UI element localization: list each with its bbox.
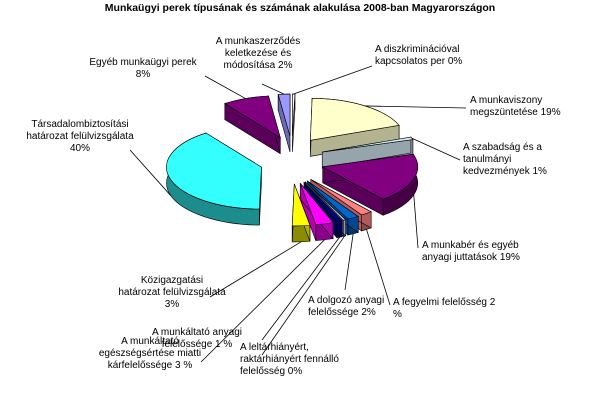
slice-label-line: A munkaviszony: [470, 95, 542, 106]
slice-a-munkaber-es-egyeb-anyagi-juttatasok-19: [321, 153, 418, 200]
slice-label-line: kapcsolatos per 0%: [375, 56, 462, 67]
leader-line-a-munkaszerzodes-keletkezese-es-modosita: [261, 83, 285, 95]
slice-label-line: A dolgozó anyagi: [308, 295, 384, 306]
slice-label-line: egészségsértése miatti: [99, 348, 201, 359]
slice-tarsadalombiztositasi-hatarozat-felulviz: [166, 132, 262, 210]
slice-label-line: módosítása 2%: [224, 60, 293, 71]
slice-label-line: határozat felülvizsgálata: [118, 287, 226, 298]
leader-line-a-munkaltato-egeszsegsertese-miatti-karf: [200, 239, 325, 363]
slice-label-a-fegyelmi-felelosseg-2: A fegyelmi felelősség 2%: [393, 297, 496, 320]
leader-line-a-fegyelmi-felelosseg-2: [366, 229, 391, 306]
chart-title: Munkaügyi perek típusának és számának al…: [105, 2, 495, 14]
leader-line-a-munkaber-es-egyeb-anyagi-juttatasok-19: [413, 194, 419, 249]
slice-label-line: raktárhiányért fennálló: [240, 354, 339, 365]
slice-a-munkaltato-anyagi-felelossege-1: [303, 182, 343, 222]
slice-label-line: A munkaszerződés: [216, 36, 301, 47]
pie-slices: [166, 93, 418, 227]
leader-line-a-diszkriminacioval-kapcsolatos-per-0: [293, 65, 373, 95]
slice-label-line: A diszkriminációval: [375, 44, 459, 55]
slice-a-munkaltato-egeszsegsertese-miatti-karf: [299, 183, 334, 225]
slice-a-leltarhianyert-raktarhianyert-fennallo: [305, 181, 347, 221]
slice-a-fegyelmi-felelosseg-2: [310, 179, 372, 216]
leader-line-a-leltarhianyert-raktarhianyert-fennallo: [261, 235, 345, 356]
leader-line-a-munkaltato-anyagi-felelossege-1: [261, 236, 340, 341]
slice-label-line: Egyéb munkaügyi perek: [89, 57, 197, 68]
leader-line-tarsadalombiztositasi-hatarozat-felulviz: [129, 149, 172, 196]
slice-label-line: felelőssége 2%: [308, 307, 376, 318]
slice-label-line: A fegyelmi felelősség 2: [393, 297, 496, 308]
slice-label-line: felelősség 0%: [240, 366, 302, 377]
slice-label-line: keletkezése és: [225, 48, 291, 59]
slice-label-a-leltarhianyert-raktarhianyert-fennallo: A leltárhiányért,raktárhiányért fennálló…: [240, 342, 339, 377]
leader-lines: [129, 65, 467, 363]
slice-label-line: tanulmányi: [463, 154, 511, 165]
slice-label-line: kárfelelőssége 3 %: [108, 360, 193, 371]
slice-label-line: A szabadság és a: [463, 142, 542, 153]
slice-label-line: A munkáltató: [121, 336, 179, 347]
slice-label-line: 40%: [70, 143, 90, 154]
leader-line-a-dolgozo-anyagi-felelossege-2: [344, 233, 354, 291]
slice-kozigazgatasi-hatarozat-felulvizsgalata-: [291, 183, 311, 227]
slice-label-line: 8%: [136, 69, 151, 80]
slice-label-line: 3%: [165, 299, 180, 310]
slice-label-line: A munkáltató anyagi: [152, 327, 242, 338]
slice-label-line: %: [393, 309, 402, 320]
slice-label-line: A leltárhiányért,: [240, 342, 309, 353]
slice-label-line: megszüntetése 19%: [470, 107, 561, 118]
slice-label-line: Közigazgatási: [141, 275, 203, 286]
leader-line-kozigazgatasi-hatarozat-felulvizsgalata-: [209, 241, 302, 298]
slice-label-line: Társadalombiztosítási: [31, 119, 128, 130]
slice-label-line: határozat felülvizsgálata: [26, 131, 134, 142]
slice-label-line: kedvezmények 1%: [463, 166, 547, 177]
slice-a-dolgozo-anyagi-felelossege-2: [307, 180, 359, 220]
slice-label-line: anyagi juttatások 19%: [422, 252, 520, 263]
slice-a-munkaviszony-megszuntetese-19: [310, 98, 400, 141]
slice-label-line: felelőssége 1 %: [162, 339, 233, 350]
leader-line-a-szabadsag-es-a-tanulmanyi-kedvezmenyek: [411, 137, 461, 161]
leader-line-a-munkaviszony-megszuntetese-19: [364, 105, 467, 109]
leader-line-egyeb-munkaugyi-perek-8: [204, 75, 246, 99]
slice-egyeb-munkaugyi-perek-8: [224, 95, 281, 139]
slice-label-line: A munkabér és egyéb: [422, 240, 519, 251]
